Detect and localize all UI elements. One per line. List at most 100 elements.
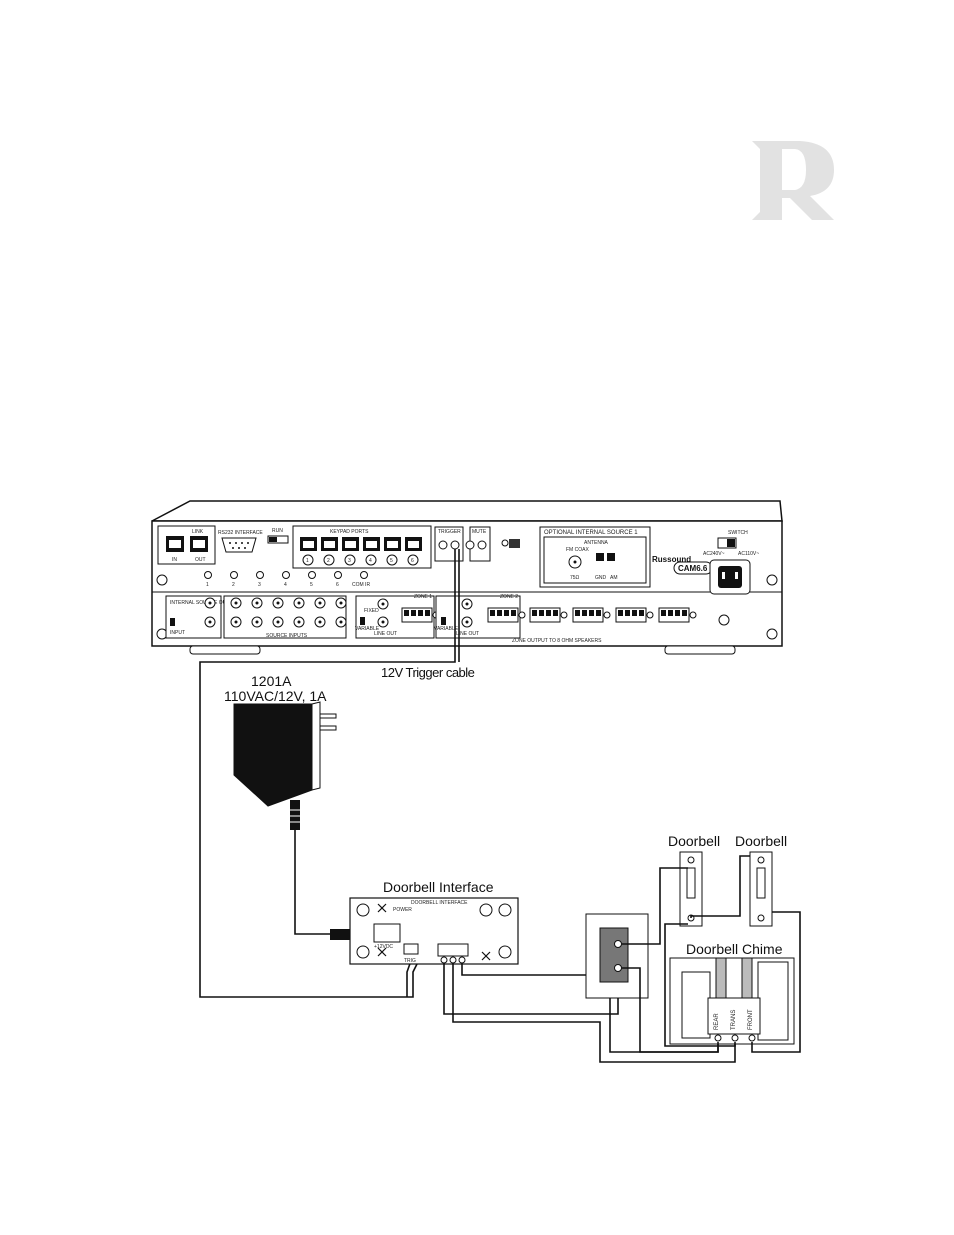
doorbell-button-right [749,851,773,927]
keypad-jacks: 1 2 3 4 5 6 [300,537,422,566]
ir-jack [204,571,212,579]
mute-out-jack [477,540,487,550]
rs232-label: RS232 INTERFACE [218,530,263,536]
zone1-fixed-label: FIXED [364,608,379,614]
run-label: RUN [272,528,283,534]
fuse-holder [718,614,730,626]
keypad-number: 5 [390,558,393,564]
power-cable [294,830,330,935]
com-ir-jack [360,571,368,579]
trigger-out-jack [438,540,448,550]
ohm75-label: 75Ω [570,575,580,581]
power-adapter [233,701,337,830]
am-label: AM [610,575,618,581]
board-voltage-label: +12VDC [374,944,393,950]
wire-trans [452,963,736,1063]
chime-terminal-block [437,943,469,957]
ir-number: 3 [258,582,261,588]
amplifier-unit: LINK IN OUT RS232 INTERFACE RUN KEYPAD P… [151,500,783,655]
run-switch [267,535,289,544]
rs232-port [221,537,257,553]
gnd-label: GND [595,575,607,581]
power-supply-spec-label: 110VAC/12V, 1A [224,688,327,704]
board-power-label: POWER [393,907,412,913]
ir-jack [282,571,290,579]
trigger-cable-outer [199,549,456,998]
optional-source-label: OPTIONAL INTERNAL SOURCE 1 [544,530,638,536]
plug-prong-top [319,713,337,719]
wire-left-to-chime-trans [664,923,736,1047]
ir-number: 1 [206,582,209,588]
mute-label: MUTE [472,529,487,535]
power-supply-model-label: 1201A [251,673,292,689]
ir-jack [230,571,238,579]
keypad-ports-label: KEYPAD PORTS [330,529,369,535]
ir-jack [334,571,342,579]
speaker-terminal-block [572,607,604,623]
ir-number: 4 [284,582,287,588]
input-label: INPUT [170,630,185,636]
board-trig-label: TRIG [404,958,416,964]
wire-plate-to-left-button [622,867,688,945]
link-in-jack [166,536,184,552]
zone1-line-out-label: LINE OUT [374,631,397,637]
speaker-terminals [487,607,697,623]
doorbell-button-left [679,851,703,927]
model-label: CAM6.6 [678,564,708,573]
wire-plate-to-chime-rear [622,967,719,1053]
russound-logo [752,141,834,220]
keypad-number: 2 [327,558,330,564]
zone-output-label: ZONE OUTPUT TO 8 OHM SPEAKERS [512,638,602,644]
trigger-label: TRIGGER [438,529,461,535]
source-inputs-label: SOURCE INPUTS [266,633,308,639]
doorbell-interface-label: Doorbell Interface [383,879,494,895]
ir-number: 6 [336,582,339,588]
fm-coax-label: FM COAX [566,547,589,553]
speaker-terminal-block [401,607,433,623]
trigger-in-jack [450,540,460,550]
wall-plate [585,913,649,999]
speaker-terminal-block [529,607,561,623]
chime-trans-label: TRANS [731,1010,737,1030]
speaker-terminal-block [487,607,519,623]
doorbell-interface-board: POWER DOORBELL INTERFACE +12VDC TRIG [349,897,519,965]
ir-jack [256,571,264,579]
speaker-terminal-block [658,607,690,623]
zone2-variable-label: VARIABLE [434,626,459,632]
mute-in-jack [465,540,475,550]
ir-number: 5 [310,582,313,588]
doorbell-chime: REAR TRANS FRONT [669,957,795,1045]
zone1-label: ZONE 1 [414,594,432,600]
brand-label: Russound [652,555,691,564]
doorbell-right-label: Doorbell [735,833,787,849]
zone2-label: ZONE 2 [500,594,518,600]
trig-terminal [403,943,419,955]
com-ir-label: COM IR [352,582,370,588]
wire-left-to-right-button [690,855,750,918]
source-input-jacks [230,597,347,628]
keypad-number: 6 [411,558,414,564]
zone2-line-out-label: LINE OUT [456,631,479,637]
link-in-label: IN [172,557,177,563]
trigger-cable-label: 12V Trigger cable [381,665,475,680]
dc-jack [373,923,401,943]
link-out-jack [190,536,208,552]
chime-front-label: FRONT [748,1009,754,1030]
doorbell-left-label: Doorbell [668,833,720,849]
ir-number: 2 [232,582,235,588]
doorbell-chime-label: Doorbell Chime [686,941,783,957]
link-out-label: OUT [195,557,206,563]
zone1-variable-label: VARIABLE [355,626,380,632]
ir-jacks: 1 2 3 4 5 6 [204,571,368,588]
v240-label: AC240V~ [703,551,725,557]
keypad-number: 1 [306,558,309,564]
keypad-number: 3 [348,558,351,564]
speaker-terminal-block [615,607,647,623]
board-title: DOORBELL INTERFACE [411,900,468,906]
wire-right-to-chime-front [751,911,801,1053]
keypad-number: 4 [369,558,372,564]
antenna-label: ANTENNA [584,540,609,546]
ir-jack [308,571,316,579]
link-label: LINK [192,529,204,535]
